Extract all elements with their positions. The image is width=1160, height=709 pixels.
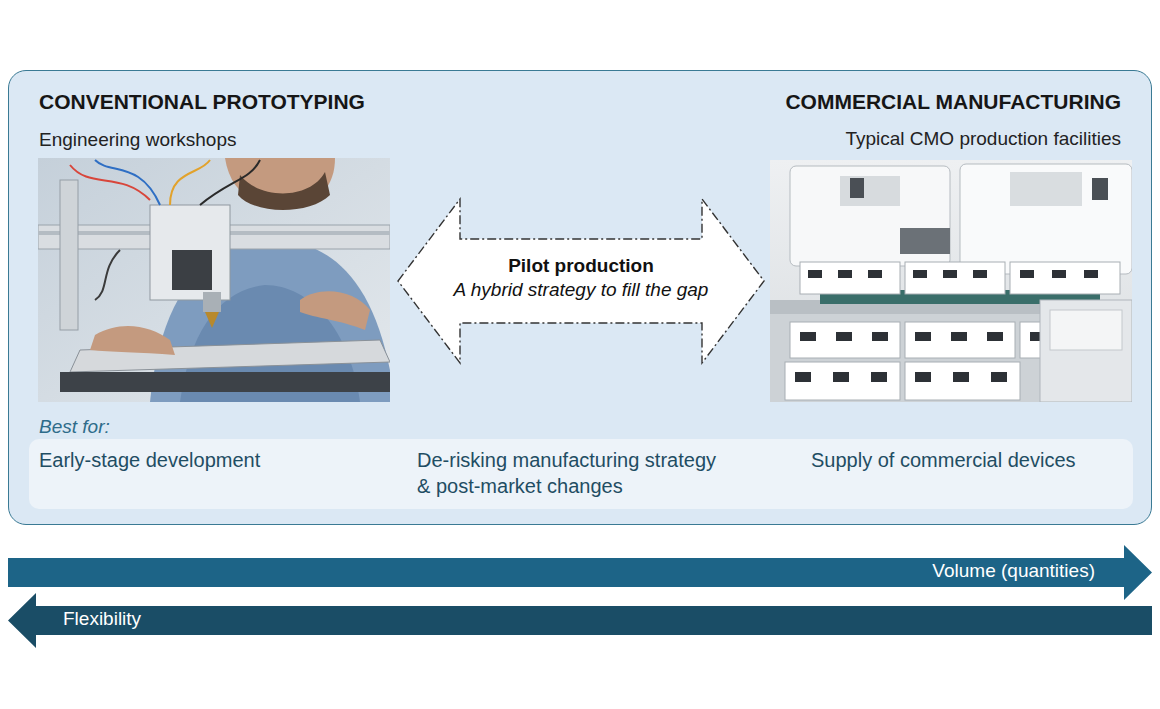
use-case-text: Supply of commercial devices [811, 447, 1076, 473]
axis-label: Volume (quantities) [932, 559, 1095, 584]
best-for-label: Best for: [39, 415, 110, 440]
arrow-title: Pilot production [398, 254, 764, 279]
axis-label: Flexibility [63, 607, 141, 632]
column-subheading: Engineering workshops [39, 128, 237, 153]
double-arrow: Pilot productionA hybrid strategy to fil… [398, 199, 764, 363]
arrow-shape [8, 593, 1152, 648]
arrow-shape [8, 545, 1152, 600]
use-case-text: De-risking manufacturing strategy & post… [417, 447, 727, 499]
column-heading: COMMERCIAL MANUFACTURING [785, 88, 1121, 115]
column-heading: CONVENTIONAL PROTOTYPING [39, 88, 365, 115]
flexibility-arrow: Flexibility [8, 593, 1152, 648]
column-subheading: Typical CMO production facilities [845, 127, 1121, 152]
arrow-shape [398, 199, 764, 363]
volume-arrow: Volume (quantities) [8, 545, 1152, 600]
best-for-band: Early-stage development De-risking manufa… [29, 439, 1133, 509]
stage-panel: Pilot productionA hybrid strategy to fil… [8, 70, 1152, 525]
arrow-subtitle: A hybrid strategy to fill the gap [398, 278, 764, 303]
arrow-outline [8, 593, 1152, 648]
use-case-text: Early-stage development [39, 447, 260, 473]
